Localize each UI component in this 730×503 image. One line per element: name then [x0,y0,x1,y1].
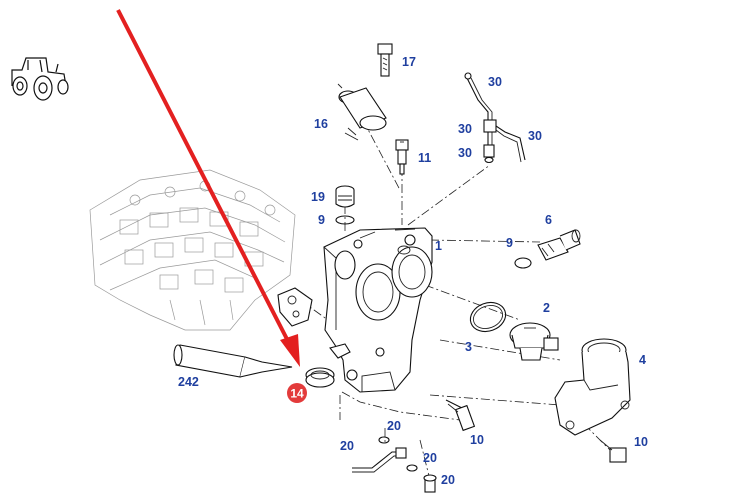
arrow-head [280,334,300,367]
callout-30-bottom: 30 [458,146,472,160]
part-14-label: 14 [290,387,304,401]
sender-6 [537,229,581,261]
thermostat-housing-1 [323,227,433,393]
seal-14 [305,367,335,388]
pipe-20 [352,447,407,473]
callout-30-left: 30 [458,122,472,136]
callout-11: 11 [418,151,431,165]
tractor-icon [11,57,69,101]
o-ring-9-right [514,257,532,269]
callout-30-top: 30 [488,75,502,89]
callout-9-upper: 9 [318,213,325,227]
pipes-30 [464,72,526,164]
callout-3: 3 [465,340,472,354]
bolt-10-center [445,399,476,432]
bolt-10-right [599,439,627,463]
o-ring-9-upper [335,215,355,225]
cap-19 [335,185,355,208]
callout-242: 242 [178,375,199,389]
callout-10-center: 10 [470,433,484,447]
callout-10-right: 10 [634,435,648,449]
gasket-3 [469,301,507,333]
callout-6: 6 [545,213,552,227]
thermostat-2 [509,322,559,361]
callout-30-right: 30 [528,129,542,143]
callout-1: 1 [435,239,442,253]
housing-gasket [277,287,313,327]
callout-2: 2 [543,301,550,315]
callout-19: 19 [311,190,325,204]
callout-4: 4 [639,353,646,367]
solenoid-16 [337,83,387,141]
callout-20-b: 20 [340,439,354,453]
callout-20-a: 20 [387,419,401,433]
callout-9-right: 9 [506,236,513,250]
plug-20 [423,474,437,493]
temp-sender-11 [395,139,409,175]
o-ring-20-b [406,464,418,472]
outlet-elbow-4 [554,338,631,436]
sealant-tube-242 [173,344,293,378]
highlight-arrow [116,9,300,367]
callout-20-c: 20 [423,451,437,465]
sensor-17 [377,43,393,77]
callout-16: 16 [314,117,328,131]
callout-20-d: 20 [441,473,455,487]
o-ring-20-a [378,436,390,444]
part-14-badge: 14 [287,383,307,403]
engine-block-ghost [89,169,296,331]
callout-17: 17 [402,55,416,69]
